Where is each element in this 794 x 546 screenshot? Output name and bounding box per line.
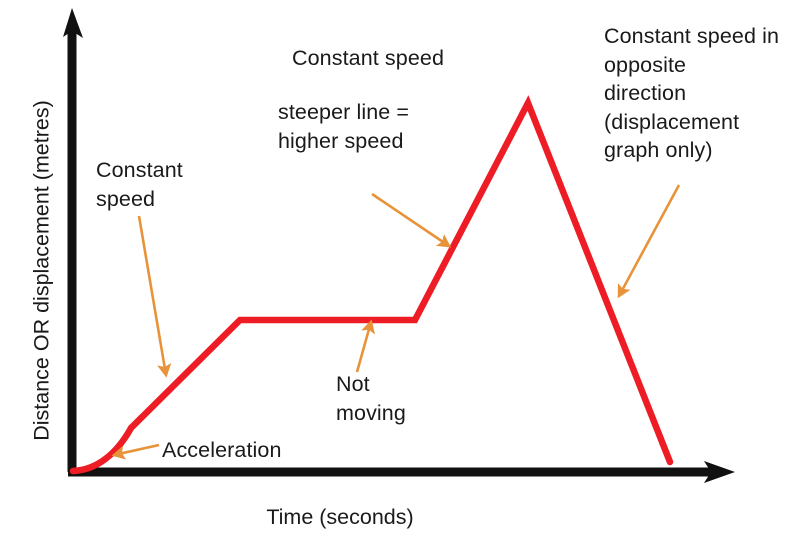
annotation-constant-speed-left: Constant speed	[96, 158, 183, 211]
arrow-steeper-line	[371, 192, 452, 248]
arrow-not-moving	[355, 319, 375, 373]
annotation-constant-speed-middle: Constant speed	[292, 46, 445, 70]
annotation-acceleration: Acceleration	[162, 438, 282, 462]
x-axis-arrow-icon	[704, 461, 735, 483]
y-axis-label: Distance OR displacement (metres)	[29, 100, 54, 441]
annotation-constant-speed-opposite-direction: Constant speed in opposite direction (di…	[604, 24, 780, 163]
annotation-steeper-line: steeper line = higher speed	[278, 100, 410, 153]
arrow-constant-speed-opposite	[617, 184, 681, 299]
annotation-not-moving: Not moving	[336, 372, 406, 425]
axes-group	[63, 8, 735, 483]
annotation-arrows-group	[111, 184, 681, 460]
arrow-acceleration	[111, 443, 160, 460]
y-axis-arrow-icon	[63, 8, 83, 38]
x-axis-label: Time (seconds)	[266, 505, 414, 529]
arrow-constant-speed-left	[137, 215, 172, 378]
